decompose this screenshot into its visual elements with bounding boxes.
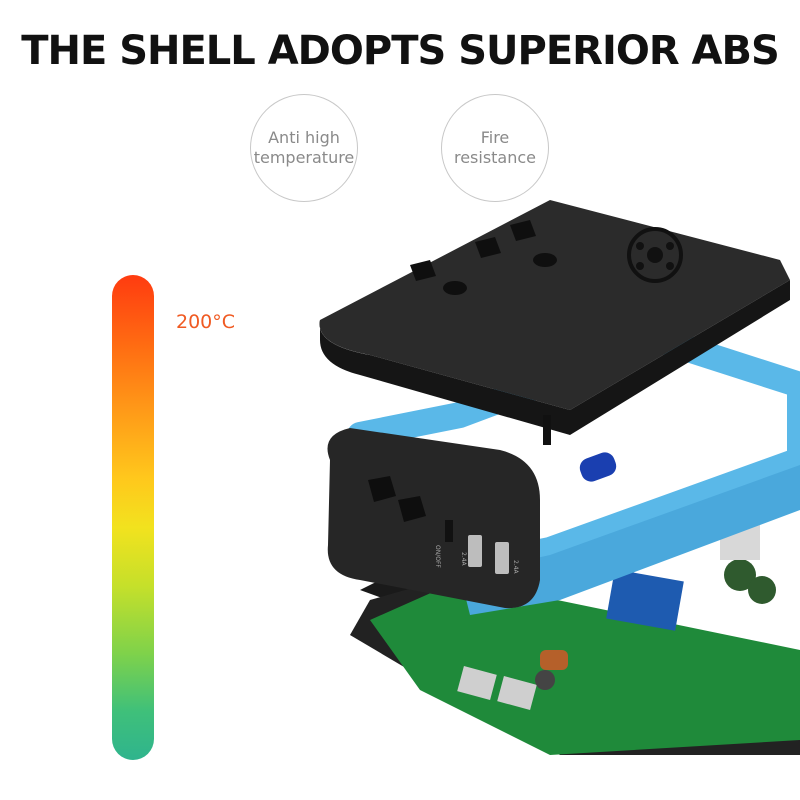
usb-label-1: 2.4A <box>460 552 467 567</box>
coil <box>540 650 568 670</box>
capacitor <box>724 559 756 591</box>
badge-line: Fire <box>480 128 510 147</box>
badge-anti-high-temperature: Anti high temperature <box>250 94 358 202</box>
switch-label: ON/OFF <box>434 545 441 568</box>
usb-label-2: 2.4A <box>512 560 519 575</box>
capacitor <box>535 670 555 690</box>
badge-line: resistance <box>453 148 537 167</box>
capacitor <box>748 576 776 604</box>
usb-port-front <box>468 535 482 567</box>
front-panel <box>327 428 540 609</box>
temperature-label: 200°C <box>176 311 236 333</box>
usb-port-board <box>457 666 497 700</box>
power-switch <box>445 520 453 542</box>
lid-socket <box>410 220 557 295</box>
power-strip-exploded-illustration: ON/OFF 2.4A 2.4A <box>319 200 800 755</box>
badge-line: Anti high <box>268 128 340 147</box>
exploded-product-image: ON/OFF 2.4A 2.4A <box>300 180 800 760</box>
usb-port-front <box>495 542 509 574</box>
top-lid-edge <box>319 280 790 435</box>
temperature-gradient-bar <box>112 275 154 760</box>
wire-connector <box>579 452 617 482</box>
badge-line: temperature <box>253 148 355 167</box>
top-lid <box>319 200 790 410</box>
blue-frame-side <box>460 465 800 615</box>
usb-port-board <box>497 676 537 710</box>
lid-clip <box>543 415 551 445</box>
front-socket <box>368 476 426 522</box>
transformer <box>606 569 684 631</box>
badge-fire-resistance: Fire resistance <box>441 94 549 202</box>
headline: THE SHELL ADOPTS SUPERIOR ABS <box>21 28 780 74</box>
ventilation-grille <box>627 227 683 283</box>
circuit-board <box>370 580 800 755</box>
